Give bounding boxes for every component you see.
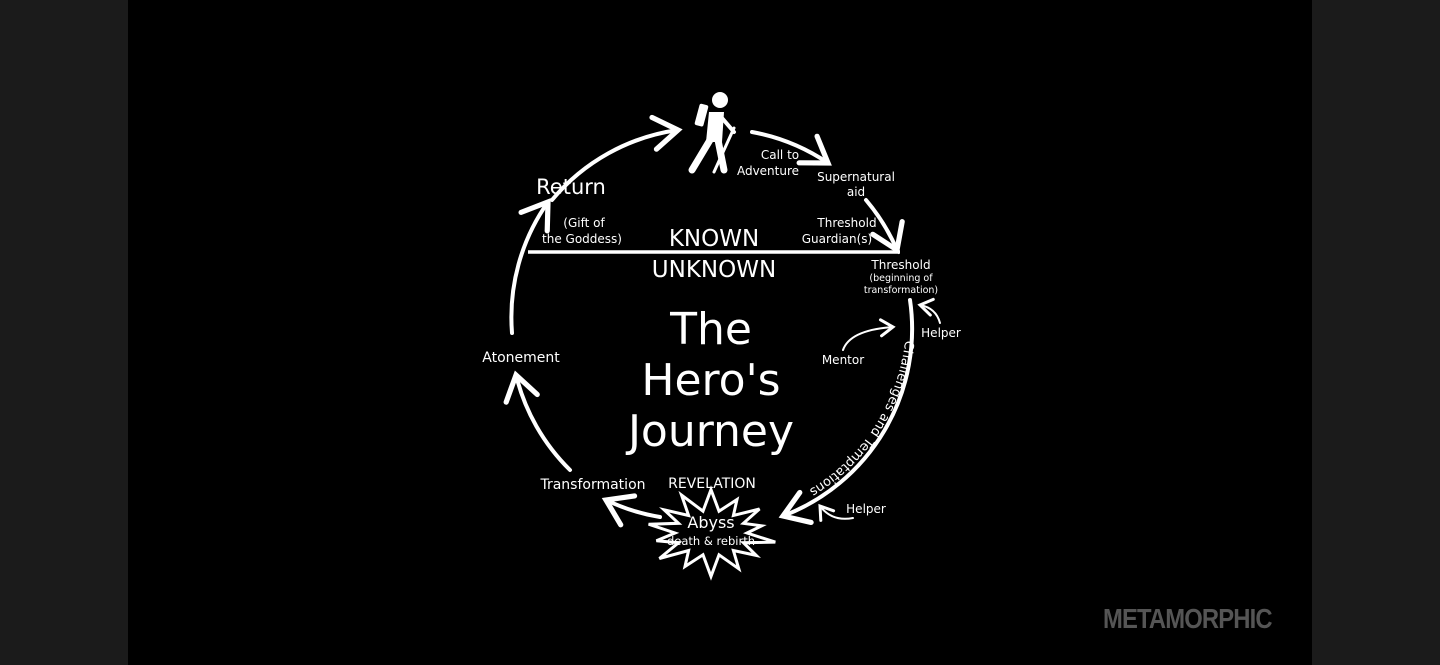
known-label: KNOWN [669, 226, 759, 252]
transformation-label: Transformation [539, 477, 645, 493]
revelation-label: REVELATION [668, 476, 756, 492]
arrow-abyss-to-transformation [601, 493, 662, 528]
left-letterbox [0, 0, 128, 665]
mentor-arrow [842, 318, 896, 351]
return-label: Return [536, 175, 606, 199]
arrow-return-to-start [550, 114, 683, 202]
abyss-starburst [648, 485, 776, 581]
unknown-label: UNKNOWN [652, 257, 776, 283]
arrow-challenges-to-abyss [778, 298, 915, 526]
arrow-atonement-to-return [509, 198, 551, 335]
helper-top-label: Helper [921, 326, 961, 340]
right-letterbox [1312, 0, 1440, 665]
mentor-label: Mentor [822, 353, 864, 367]
metamorphic-watermark: METAMORPHIC [1103, 603, 1273, 634]
abyss-label: Abyss [687, 513, 734, 532]
arrow-call-to-aid [750, 130, 832, 166]
helper-bottom-label: Helper [846, 502, 886, 516]
arrow-aid-to-threshold [864, 198, 905, 255]
hiker-icon [688, 92, 736, 174]
helper-bottom-arrow [818, 503, 854, 522]
atonement-label: Atonement [482, 350, 560, 366]
helper-top-arrow [917, 297, 941, 324]
abyss-subtitle: death & rebirth [667, 534, 755, 548]
arrow-transformation-to-atonement [503, 370, 572, 472]
